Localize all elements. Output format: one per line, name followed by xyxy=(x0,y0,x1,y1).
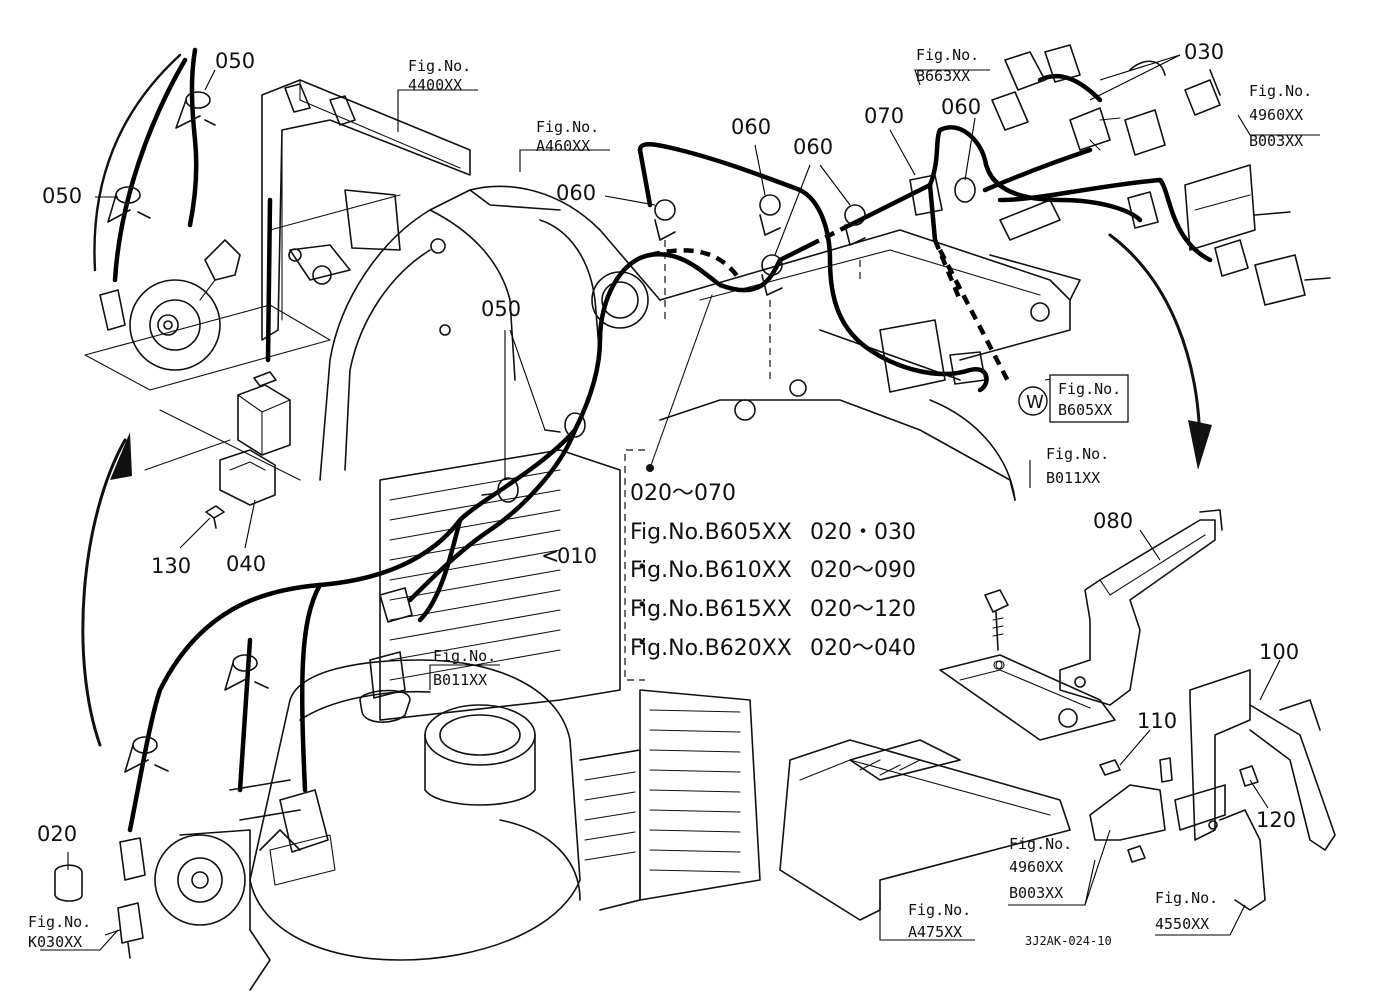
fig-ref-code: A460XX xyxy=(536,137,590,155)
part-label-070: 070 xyxy=(864,104,904,128)
table-row-range: 020～090 xyxy=(810,558,916,583)
motion-arrows xyxy=(81,53,1212,747)
fig-ref-code: 4550XX xyxy=(1155,915,1209,933)
part-label-060: 060 xyxy=(793,135,833,159)
part-label-050: 050 xyxy=(481,297,521,321)
leader-lines xyxy=(40,54,1320,951)
ring-020 xyxy=(54,864,83,902)
switch-110 xyxy=(1089,757,1173,863)
bracket-080 xyxy=(984,509,1223,706)
fig-ref-code: B003XX xyxy=(1009,884,1063,902)
fig-ref-code: B011XX xyxy=(1046,469,1100,487)
reference-table: 020～070 Fig.No.B605XX 020・030 Fig.No.B61… xyxy=(541,294,916,681)
fig-ref-label: Fig.No. xyxy=(433,647,496,665)
fig-ref-code: B011XX xyxy=(433,671,487,689)
connectors xyxy=(99,44,1331,959)
fig-ref-code: B605XX xyxy=(1058,401,1112,419)
part-label-030: 030 xyxy=(1184,40,1224,64)
bracket-100 xyxy=(1189,669,1336,851)
fig-ref-code: 4400XX xyxy=(408,76,462,94)
part-label-010-bracket: < xyxy=(541,544,559,569)
part-label-020: 020 xyxy=(37,822,77,846)
table-row-fig: Fig.No.B610XX xyxy=(630,558,792,583)
fig-ref-label: Fig.No. xyxy=(408,57,471,75)
table-row-range: 020～040 xyxy=(810,636,916,661)
part-label-060: 060 xyxy=(941,95,981,119)
fig-ref-label: Fig.No. xyxy=(28,913,91,931)
drawing-id: 3J2AK-024-10 xyxy=(1025,934,1112,948)
fig-ref-label: Fig.No. xyxy=(908,901,971,919)
fig-ref-code: 4960XX xyxy=(1009,858,1063,876)
table-row-fig: Fig.No.B620XX xyxy=(630,636,792,661)
part-label-050: 050 xyxy=(215,49,255,73)
table-row-fig: Fig.No.B605XX xyxy=(630,520,792,545)
part-label-130: 130 xyxy=(151,554,191,578)
bracket-4550 xyxy=(1174,784,1266,911)
fig-ref-label: Fig.No. xyxy=(1009,835,1072,853)
part-label-120: 120 xyxy=(1256,808,1296,832)
part-label-110: 110 xyxy=(1137,709,1177,733)
relay-040 xyxy=(144,371,301,506)
part-label-060: 060 xyxy=(731,115,771,139)
bolt-130 xyxy=(205,505,225,529)
w-marker-label: W xyxy=(1026,392,1044,413)
table-head: 020～070 xyxy=(630,481,736,506)
fig-ref-code: B003XX xyxy=(1249,132,1303,150)
fig-ref-code: K030XX xyxy=(28,933,82,951)
part-labels: 050 050 050 060 060 060 060 070 030 080 … xyxy=(37,40,1299,902)
fig-ref-label: Fig.No. xyxy=(916,46,979,64)
w-marker xyxy=(1018,386,1048,416)
fig-ref-label: Fig.No. xyxy=(1058,380,1121,398)
fig-ref-code: A475XX xyxy=(908,923,962,941)
part-label-080: 080 xyxy=(1093,509,1133,533)
table-row-fig: Fig.No.B615XX xyxy=(630,597,792,622)
fig-ref-label: Fig.No. xyxy=(536,118,599,136)
fig-ref-code: B663XX xyxy=(916,67,970,85)
fig-ref-label: Fig.No. xyxy=(1155,889,1218,907)
wire-harness xyxy=(112,47,1213,833)
fig-ref-label: Fig.No. xyxy=(1249,82,1312,100)
part-label-010: 010 xyxy=(557,544,597,568)
part-label-050: 050 xyxy=(42,184,82,208)
table-row-range: 020・030 xyxy=(810,520,916,545)
horn-assembly-upper xyxy=(84,189,401,391)
table-row-range: 020～120 xyxy=(810,597,916,622)
part-label-100: 100 xyxy=(1259,640,1299,664)
radiator-grille xyxy=(379,449,761,911)
figure-references: Fig.No. 4400XX Fig.No. A460XX Fig.No. B6… xyxy=(28,46,1312,951)
part-label-040: 040 xyxy=(226,552,266,576)
part-label-060: 060 xyxy=(556,181,596,205)
fig-ref-code: 4960XX xyxy=(1249,106,1303,124)
fig-ref-label: Fig.No. xyxy=(1046,445,1109,463)
fig-ref-box xyxy=(1049,374,1129,423)
